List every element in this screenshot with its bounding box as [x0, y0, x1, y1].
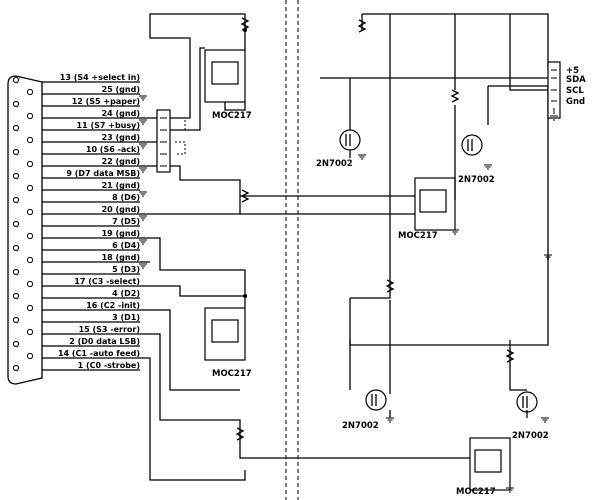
pin-label: 18 (gnd): [102, 253, 140, 262]
connector-pin-dot: [12, 172, 20, 180]
left-wiring: [140, 13, 246, 481]
opto-2-label: MOC217: [398, 231, 438, 241]
connector-pin-dot: [26, 136, 34, 144]
pin-label: 17 (C3 -select): [74, 277, 140, 286]
pin-label: 24 (gnd): [102, 109, 140, 118]
fet-2: 2N7002: [458, 134, 495, 185]
ground-symbols: [358, 115, 558, 493]
connector-pin-dot: [12, 148, 20, 156]
right-resistors: [235, 19, 515, 441]
connector-pin-dot: [26, 184, 34, 192]
connector-pin-dot: [12, 124, 20, 132]
connector-pin-dot: [12, 244, 20, 252]
pin-label: 16 (C2 -init): [86, 301, 140, 310]
bus-label-sda: SDA: [566, 75, 586, 85]
pin-label: 2 (D0 data LSB): [69, 337, 140, 346]
pin-label: 23 (gnd): [102, 133, 140, 142]
connector-pin-dot: [26, 352, 34, 360]
pin-label: 12 (S5 +paper): [72, 97, 140, 106]
pin-label: 8 (D6): [112, 193, 140, 202]
connector-pin-dot: [26, 328, 34, 336]
right-wiring: [320, 13, 549, 418]
opto-1-label: MOC217: [212, 111, 252, 121]
pin-label: 22 (gnd): [102, 157, 140, 166]
connector-pin-dot: [12, 100, 20, 108]
bus-header: [547, 61, 561, 119]
ground-icon: [139, 167, 147, 173]
pin-label: 1 (C0 -strobe): [78, 361, 140, 370]
fet-3-label: 2N7002: [342, 421, 379, 431]
connector-pin-dot: [26, 256, 34, 264]
pin-label: 6 (D4): [112, 241, 140, 250]
ground-icon: [139, 215, 147, 221]
connector-pin-dot: [12, 292, 20, 300]
connector-pin-dot: [12, 268, 20, 276]
opto-coupler-3: MOC217: [204, 290, 252, 379]
fet-4-label: 2N7002: [512, 431, 549, 441]
pin-label: 20 (gnd): [102, 205, 140, 214]
pin-label: 25 (gnd): [102, 85, 140, 94]
pin-label: 15 (S3 -error): [79, 325, 140, 334]
connector-pin-labels: 13 (S4 +select in) 25 (gnd) 12 (S5 +paper)…: [58, 73, 140, 370]
pin-label: 10 (S6 -ack): [86, 145, 140, 154]
fet-4: 2N7002: [512, 391, 549, 441]
pin-label: 4 (D2): [112, 289, 140, 298]
pin-label: 14 (C1 -auto feed): [58, 349, 140, 358]
connector-pin-dot: [12, 220, 20, 228]
connector-pin-dot: [12, 76, 20, 84]
pin-label: 3 (D1): [112, 313, 140, 322]
opto-coupler-4: MOC217: [239, 436, 511, 497]
jumper-header: [156, 109, 186, 173]
pin-label: 11 (S7 +busy): [77, 121, 140, 130]
connector-pin-dot: [12, 196, 20, 204]
bus-label-scl: SCL: [566, 86, 584, 96]
ground-icon: [139, 191, 147, 197]
opto-3-label: MOC217: [212, 369, 252, 379]
connector-ground-symbols: [139, 95, 147, 269]
connector-pin-dot: [26, 160, 34, 168]
connector-pin-dot: [12, 340, 20, 348]
connector-pin-dot: [26, 208, 34, 216]
opto-coupler-1: MOC217: [204, 17, 252, 121]
bus-label-5v: +5: [566, 66, 579, 76]
connector-pin-dot: [26, 112, 34, 120]
pin-label: 19 (gnd): [102, 229, 140, 238]
pin-label: 5 (D3): [112, 265, 140, 274]
connector-pin-dot: [26, 280, 34, 288]
fet-3: 2N7002: [342, 389, 387, 431]
bus-label-gnd: Gnd: [566, 97, 585, 107]
ground-icon: [139, 119, 147, 125]
connector-pin-dot: [12, 316, 20, 324]
ground-icon: [139, 263, 147, 269]
connector-pin-dots: [12, 76, 34, 372]
fet-1-label: 2N7002: [316, 159, 353, 169]
ground-icon: [139, 239, 147, 245]
fet-1: 2N7002: [316, 78, 361, 169]
opto-coupler-2: MOC217: [240, 177, 456, 241]
pin-label: 7 (D5): [112, 217, 140, 226]
connector-pin-lines: [42, 81, 140, 371]
connector-pin-dot: [26, 88, 34, 96]
connector-pin-dot: [26, 304, 34, 312]
connector-pin-dot: [12, 364, 20, 372]
db25-connector: [7, 75, 43, 385]
pin-label: 21 (gnd): [102, 181, 140, 190]
pin-label: 9 (D7 data MSB): [66, 169, 140, 178]
ground-icon: [139, 143, 147, 149]
connector-pin-dot: [26, 232, 34, 240]
opto-4-label: MOC217: [456, 487, 496, 497]
ground-icon: [139, 95, 147, 101]
fet-2-label: 2N7002: [458, 175, 495, 185]
pin-label: 13 (S4 +select in): [60, 73, 140, 82]
